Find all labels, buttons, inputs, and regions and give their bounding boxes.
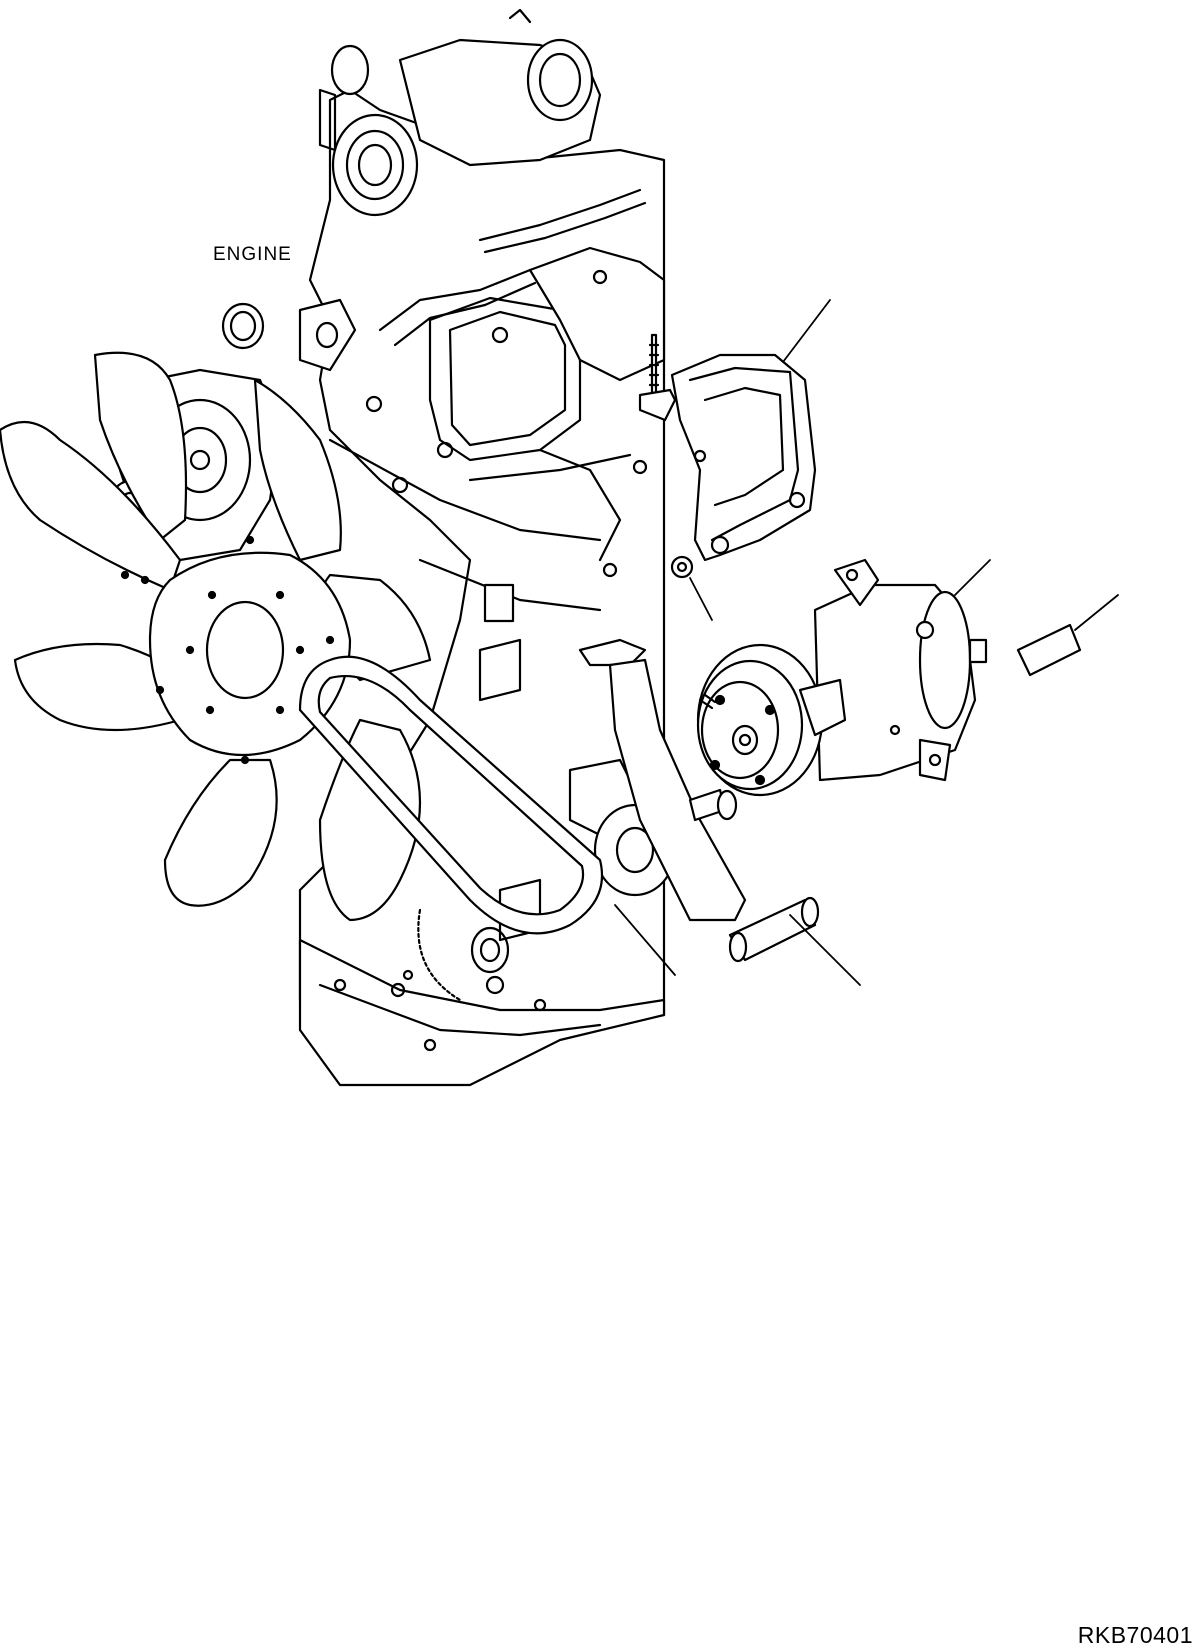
leader-lines <box>614 299 1119 986</box>
leader-line-belt <box>614 904 676 976</box>
compressor-lower-bracket <box>578 638 820 963</box>
leader-line-spacer <box>789 914 861 986</box>
v-belt <box>298 655 604 935</box>
leader-line-label-plate <box>1074 594 1119 631</box>
drawing-reference-code: RKB70401 <box>1077 1622 1193 1648</box>
turbocharger <box>318 8 602 217</box>
leader-line-compressor <box>954 559 991 596</box>
adjusting-bolt <box>698 693 717 710</box>
caution-label-plate <box>1016 623 1082 677</box>
engine-assembly <box>221 8 677 1087</box>
cooling-fan <box>0 351 432 922</box>
compressor-upper-bracket <box>638 333 817 579</box>
air-conditioner-compressor <box>696 558 988 797</box>
leader-line-upper-bracket <box>782 299 831 363</box>
engine-callout-label: ENGINE <box>213 244 292 265</box>
leader-line-washer <box>689 577 713 621</box>
